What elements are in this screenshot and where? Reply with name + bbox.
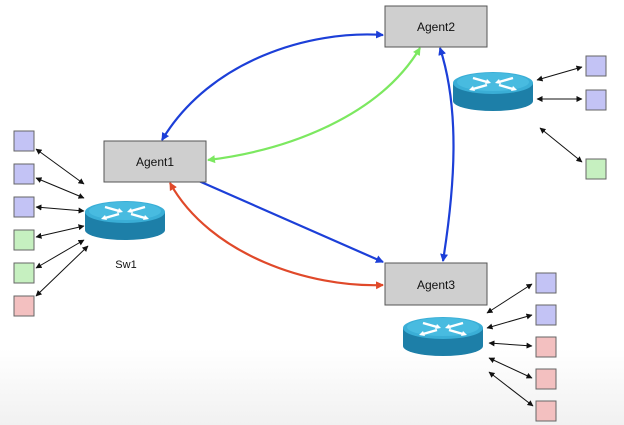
sw1-host-3 <box>13 196 35 218</box>
sw1-host-links <box>35 148 89 297</box>
agent3-host-1 <box>535 272 557 294</box>
agent2-box: Agent2 <box>384 5 488 48</box>
agent3-host-2 <box>535 304 557 326</box>
agent1-box: Agent1 <box>103 140 207 183</box>
agent3-host-4 <box>535 368 557 390</box>
sw1-host-2 <box>13 163 35 185</box>
sw1-host-4 <box>13 229 35 251</box>
sw1-host-1 <box>13 130 35 152</box>
agent3-router-icon <box>401 315 485 358</box>
agent2-switch-hosts <box>585 55 607 180</box>
agent2-host-1 <box>585 55 607 77</box>
agent3-host-3 <box>535 336 557 358</box>
agent-links <box>161 30 455 290</box>
sw1-host-5 <box>13 262 35 284</box>
sw1-label: Sw1 <box>115 259 136 271</box>
agent3-switch-hosts <box>535 272 557 422</box>
agent2-host-3 <box>585 158 607 180</box>
agent1-label: Agent1 <box>136 155 174 169</box>
agent2-label: Agent2 <box>417 20 455 34</box>
agent3-box: Agent3 <box>384 262 488 306</box>
agent2-router-icon <box>451 70 535 113</box>
agent3-host-5 <box>535 400 557 422</box>
agent3-label: Agent3 <box>417 278 455 292</box>
link-agent2-agent1-green <box>207 47 421 164</box>
agent3-switch-host-links <box>486 283 534 407</box>
link-agent1-agent2-blue <box>161 30 384 141</box>
sw1-host-6 <box>13 295 35 317</box>
agent2-switch-host-links <box>536 65 583 163</box>
sw1-hosts <box>13 130 35 317</box>
sw1-router-icon <box>83 199 167 242</box>
agent2-host-2 <box>585 89 607 111</box>
link-agent1-agent3-blue <box>175 169 384 264</box>
link-agent3-agent1-red <box>169 182 384 290</box>
link-agent2-agent3-blue <box>438 47 455 262</box>
